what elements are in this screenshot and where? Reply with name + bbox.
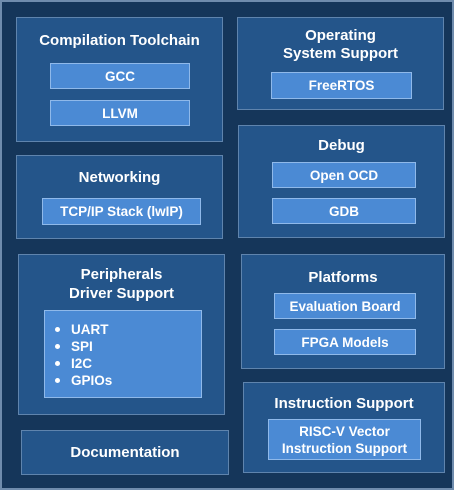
panel-documentation: Documentation (21, 430, 229, 475)
panel-compilation-toolchain: Compilation Toolchain GCC LLVM (16, 17, 223, 142)
chip-risc-v-vector: RISC-V Vector Instruction Support (268, 419, 421, 460)
panel-title: Instruction Support (274, 395, 414, 412)
bullet-icon (55, 327, 60, 332)
panel-title-line-1: Peripherals (80, 266, 163, 283)
bullet-icon (55, 378, 60, 383)
panel-title: Platforms (308, 269, 378, 286)
panel-debug: Debug Open OCD GDB (238, 125, 445, 238)
panel-title-line-1: Operating (305, 27, 376, 44)
panel-peripherals-driver-support: Peripherals Driver Support UART SPI I2C … (18, 254, 225, 415)
list-item: GPIOs (55, 372, 201, 389)
panel-title: Debug (318, 137, 365, 154)
chip-open-ocd: Open OCD (272, 162, 416, 188)
chip-llvm: LLVM (50, 100, 190, 126)
chip-gdb: GDB (272, 198, 416, 224)
panel-instruction-support: Instruction Support RISC-V Vector Instru… (243, 382, 445, 473)
chip-freertos: FreeRTOS (271, 72, 412, 99)
panel-operating-system-support: Operating System Support FreeRTOS (237, 17, 444, 110)
chip-tcp-ip-stack: TCP/IP Stack (lwIP) (42, 198, 201, 225)
panel-networking: Networking TCP/IP Stack (lwIP) (16, 155, 223, 239)
chip-evaluation-board: Evaluation Board (274, 293, 416, 319)
panel-title: Documentation (70, 444, 180, 461)
bullet-icon (55, 344, 60, 349)
panel-platforms: Platforms Evaluation Board FPGA Models (241, 254, 445, 369)
chip-fpga-models: FPGA Models (274, 329, 416, 355)
panel-title-line-2: Driver Support (68, 285, 174, 302)
list-item: SPI (55, 338, 201, 355)
panel-title: Compilation Toolchain (39, 32, 200, 49)
bullet-icon (55, 361, 60, 366)
panel-title-line-2: System Support (282, 45, 399, 62)
panel-title: Networking (78, 169, 161, 186)
list-item: UART (55, 321, 201, 338)
chip-gcc: GCC (50, 63, 190, 89)
list-item: I2C (55, 355, 201, 372)
peripheral-list: UART SPI I2C GPIOs (44, 310, 202, 398)
